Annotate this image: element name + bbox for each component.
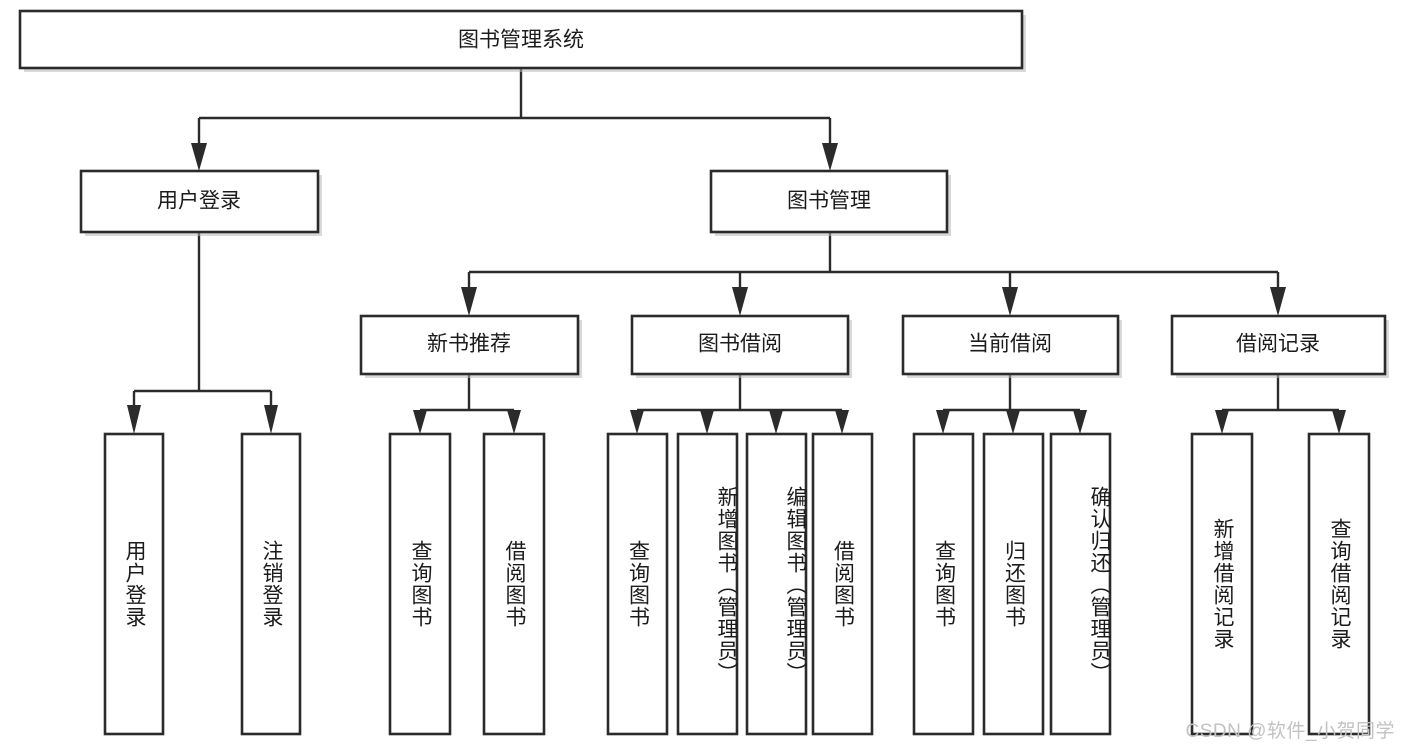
arrowhead-current-borrow (1002, 287, 1018, 316)
arrowhead-leaf-confirm-return-admin (1073, 410, 1087, 434)
arrowhead-leaf-logout (264, 405, 278, 434)
leaf-borrow-book-box[interactable] (811, 432, 874, 736)
arrowhead-user-login (191, 143, 207, 171)
leaf-logout-box[interactable] (240, 432, 302, 736)
leaf-add-borrow-record-box[interactable] (1190, 432, 1254, 736)
connector-group-book-borrow (630, 374, 849, 434)
user-login-box[interactable] (79, 169, 320, 234)
node-book-borrow[interactable]: 图书借阅 (630, 314, 852, 378)
new-book-recommend-label: 新书推荐 (427, 333, 511, 356)
leaf-add-book-admin-box[interactable] (676, 432, 739, 736)
arrowhead-leaf-user-login (127, 405, 141, 434)
leaf-return-book-box[interactable] (982, 432, 1045, 736)
new-book-recommend-box[interactable] (359, 314, 580, 376)
leaf-confirm-return-admin-box[interactable] (1049, 432, 1112, 736)
arrowhead-borrow-records (1270, 287, 1286, 316)
arrowhead-leaf-query-books-current (936, 410, 950, 434)
book-borrow-box[interactable] (630, 314, 850, 376)
node-book-management[interactable]: 图书管理 (709, 169, 951, 236)
node-new-book-recommend[interactable]: 新书推荐 (359, 314, 582, 378)
leaf-boxes (103, 432, 1371, 736)
book-borrow-label: 图书借阅 (698, 333, 782, 356)
root-label: 图书管理系统 (458, 29, 584, 52)
book-management-label: 图书管理 (787, 190, 871, 213)
connector-group-new-book-recommend (413, 374, 521, 434)
arrowhead-leaf-add-book-admin (700, 410, 714, 434)
arrowhead-new-book-recommend (461, 287, 477, 316)
arrowhead-leaf-borrow-books-recommend (507, 410, 521, 434)
leaf-edit-book-admin-box[interactable] (745, 432, 808, 736)
node-current-borrow[interactable]: 当前借阅 (901, 314, 1122, 378)
node-root[interactable]: 图书管理系统 (18, 9, 1026, 72)
arrowhead-leaf-edit-book-admin (769, 410, 783, 434)
borrow-records-label: 借阅记录 (1236, 333, 1320, 356)
arrowhead-leaf-query-borrow-record (1332, 410, 1346, 434)
connector-group-book-management (461, 232, 1286, 316)
node-user-login[interactable]: 用户登录 (79, 169, 322, 236)
root-box[interactable] (18, 9, 1024, 70)
leaf-query-books-current-box[interactable] (912, 432, 975, 736)
user-login-label: 用户登录 (157, 190, 241, 213)
connector-group-current-borrow (936, 374, 1087, 434)
leaf-user-login-box[interactable] (103, 432, 165, 736)
leaf-query-borrow-record-box[interactable] (1307, 432, 1371, 736)
arrowhead-leaf-query-books-borrow (630, 410, 644, 434)
leaf-query-books-recommend-box[interactable] (388, 432, 452, 736)
node-borrow-records[interactable]: 借阅记录 (1170, 314, 1389, 378)
connector-group-root (191, 68, 838, 171)
connector-group-borrow-records (1215, 374, 1346, 434)
leaf-borrow-books-recommend-box[interactable] (482, 432, 546, 736)
book-management-box[interactable] (709, 169, 949, 234)
borrow-records-box[interactable] (1170, 314, 1387, 376)
connector-group-user-login (127, 232, 278, 434)
leaf-query-books-borrow-box[interactable] (606, 432, 669, 736)
arrowhead-leaf-query-books-recommend (413, 410, 427, 434)
arrowhead-book-borrow (732, 287, 748, 316)
csdn-watermark: CSDN @软件_小贺同学 (1185, 721, 1395, 742)
arrowhead-book-management (822, 143, 838, 171)
current-borrow-box[interactable] (901, 314, 1120, 376)
arrowhead-leaf-add-borrow-record (1215, 410, 1229, 434)
current-borrow-label: 当前借阅 (968, 333, 1052, 356)
arrowhead-leaf-return-book (1006, 410, 1020, 434)
arrowhead-leaf-borrow-book (835, 410, 849, 434)
